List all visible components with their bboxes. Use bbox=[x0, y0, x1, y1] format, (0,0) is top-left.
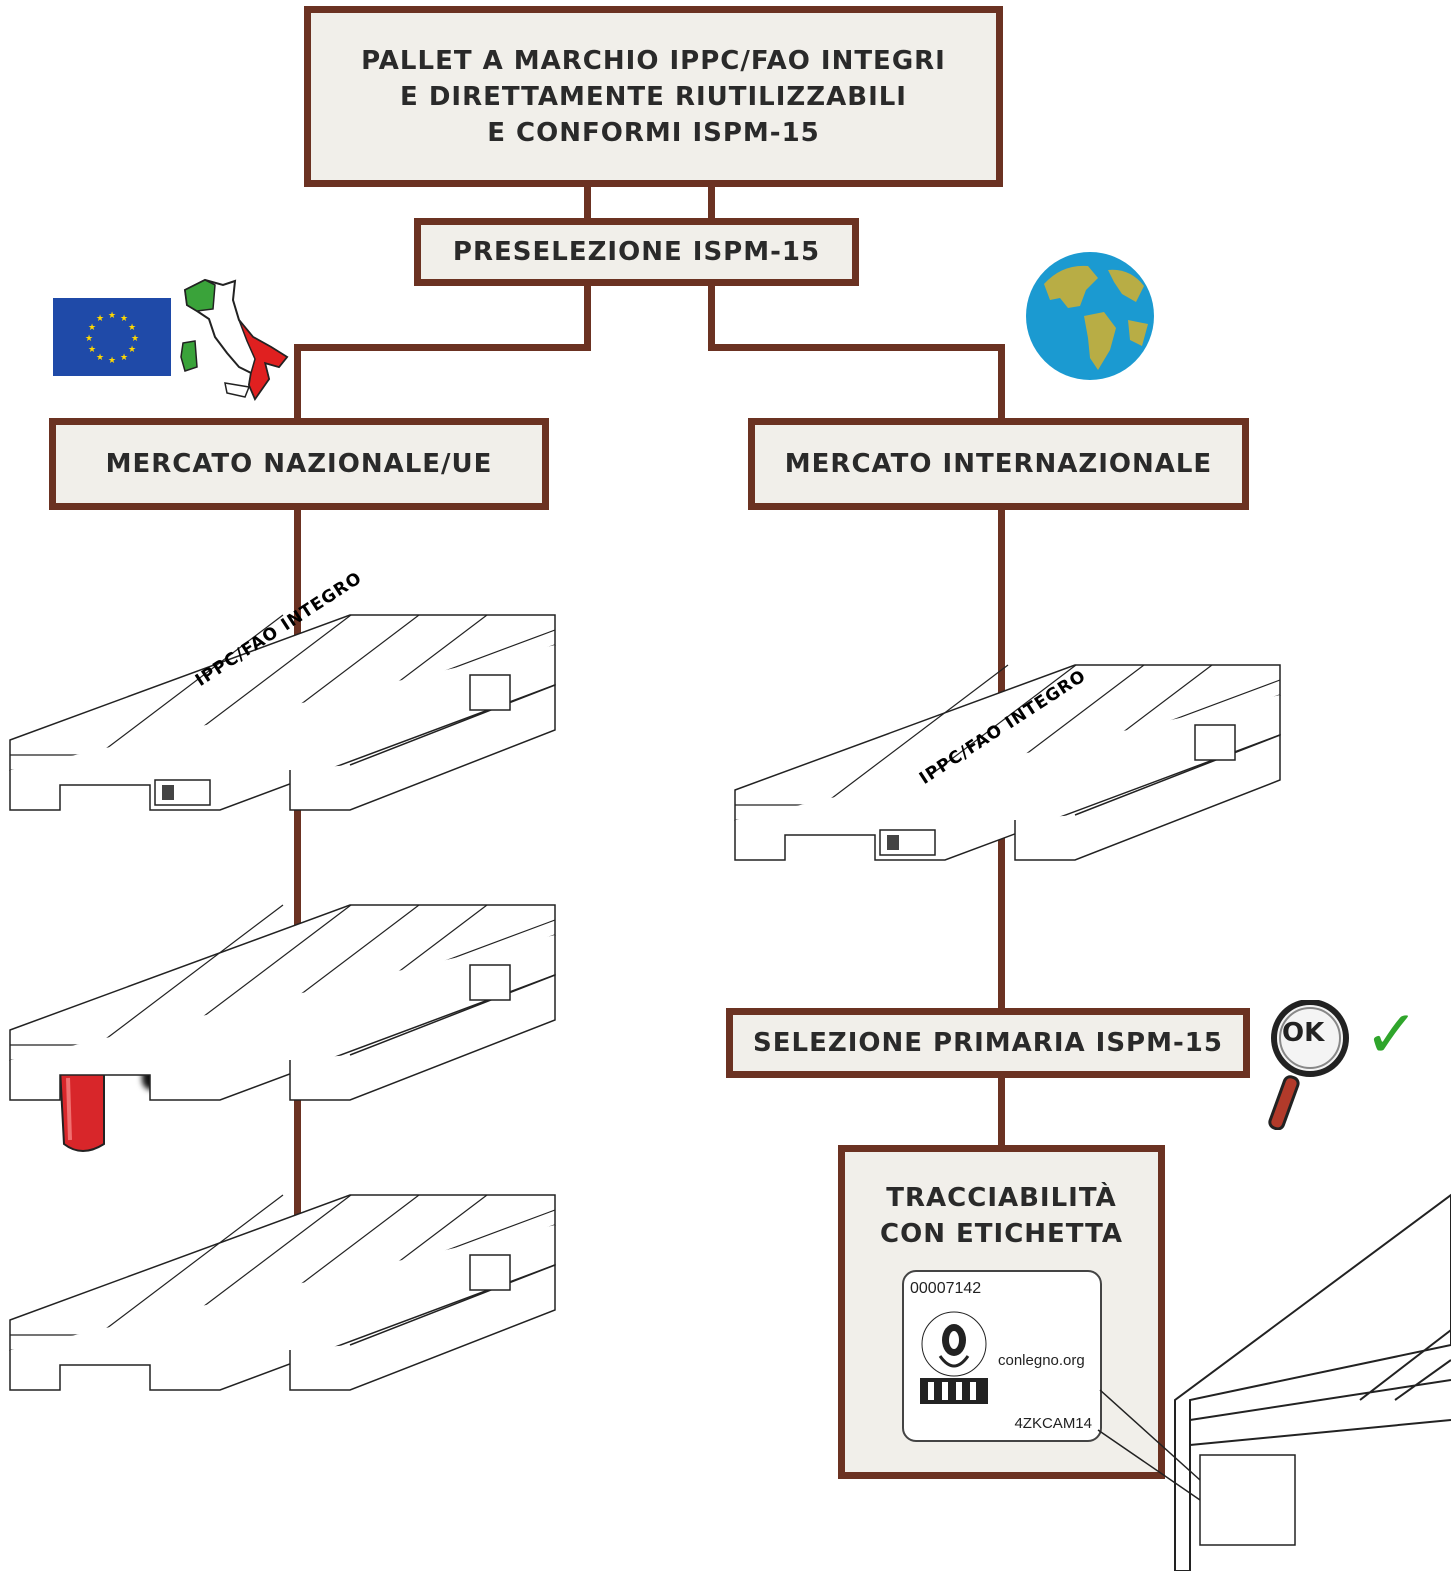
top-box: PALLET A MARCHIO IPPC/FAO INTEGRI E DIRE… bbox=[304, 6, 1003, 187]
connector-top bbox=[584, 185, 591, 223]
connector-left-v bbox=[294, 344, 301, 422]
pallet-international bbox=[734, 664, 1281, 861]
svg-text:★: ★ bbox=[128, 345, 136, 355]
svg-text:★: ★ bbox=[120, 353, 128, 363]
eu-flag-icon: ★★★ ★★★ ★★★ ★★★ bbox=[53, 298, 171, 376]
svg-text:★: ★ bbox=[108, 356, 116, 366]
pallet-national-3 bbox=[9, 1194, 556, 1391]
svg-text:★: ★ bbox=[88, 345, 96, 355]
connector-pre-right bbox=[708, 283, 715, 351]
connector-pre-left bbox=[584, 283, 591, 351]
top-box-line3: E CONFORMI ISPM-15 bbox=[487, 117, 820, 148]
preselection-label: PRESELEZIONE ISPM-15 bbox=[452, 237, 821, 267]
pallet-closeup bbox=[1097, 1193, 1451, 1571]
svg-text:★: ★ bbox=[108, 311, 116, 321]
national-market-label: MERCATO NAZIONALE/UE bbox=[105, 449, 493, 479]
connector-top-2 bbox=[708, 185, 715, 223]
international-market-box: MERCATO INTERNAZIONALE bbox=[748, 418, 1249, 510]
pallet-national-2 bbox=[9, 904, 556, 1101]
connector-left-h bbox=[294, 344, 591, 351]
connector-left-down bbox=[294, 508, 301, 1268]
pallet-national-1 bbox=[9, 614, 556, 811]
svg-text:★: ★ bbox=[128, 323, 136, 333]
connector-right-h bbox=[708, 344, 1005, 351]
svg-text:★: ★ bbox=[120, 314, 128, 324]
connector-right-v bbox=[998, 344, 1005, 422]
conlegno-logo-icon bbox=[920, 1311, 988, 1404]
check-icon: ✓ bbox=[1364, 996, 1420, 1073]
label-site: conlegno.org bbox=[998, 1352, 1085, 1369]
primary-selection-label: SELEZIONE PRIMARIA ISPM-15 bbox=[753, 1028, 1223, 1058]
globe-icon bbox=[1026, 252, 1154, 380]
top-box-line2: E DIRETTAMENTE RIUTILIZZABILI bbox=[400, 81, 907, 112]
svg-text:★: ★ bbox=[96, 353, 104, 363]
svg-text:★: ★ bbox=[85, 334, 93, 344]
svg-text:★: ★ bbox=[131, 334, 139, 344]
label-serial: 00007142 bbox=[910, 1280, 982, 1297]
primary-selection-box: SELEZIONE PRIMARIA ISPM-15 bbox=[726, 1008, 1250, 1078]
national-market-box: MERCATO NAZIONALE/UE bbox=[49, 418, 549, 510]
label-code: 4ZKCAM14 bbox=[1014, 1415, 1092, 1432]
top-box-line1: PALLET A MARCHIO IPPC/FAO INTEGRI bbox=[361, 45, 946, 76]
traceability-line2: CON ETICHETTA bbox=[880, 1219, 1123, 1249]
svg-text:★: ★ bbox=[96, 314, 104, 324]
traceability-label-card: 00007142 conlegno.org 4ZKCAM14 bbox=[902, 1270, 1102, 1442]
svg-text:★: ★ bbox=[88, 323, 96, 333]
closeup-label bbox=[1199, 1454, 1296, 1546]
callout-line bbox=[1097, 1389, 1201, 1501]
traceability-line1: TRACCIABILITÀ bbox=[886, 1183, 1117, 1213]
magnifier-icon bbox=[1268, 1000, 1349, 1130]
ok-text: OK bbox=[1282, 1018, 1325, 1048]
preselection-box: PRESELEZIONE ISPM-15 bbox=[414, 218, 859, 286]
italy-map-icon bbox=[180, 278, 289, 402]
international-market-label: MERCATO INTERNAZIONALE bbox=[784, 449, 1213, 479]
